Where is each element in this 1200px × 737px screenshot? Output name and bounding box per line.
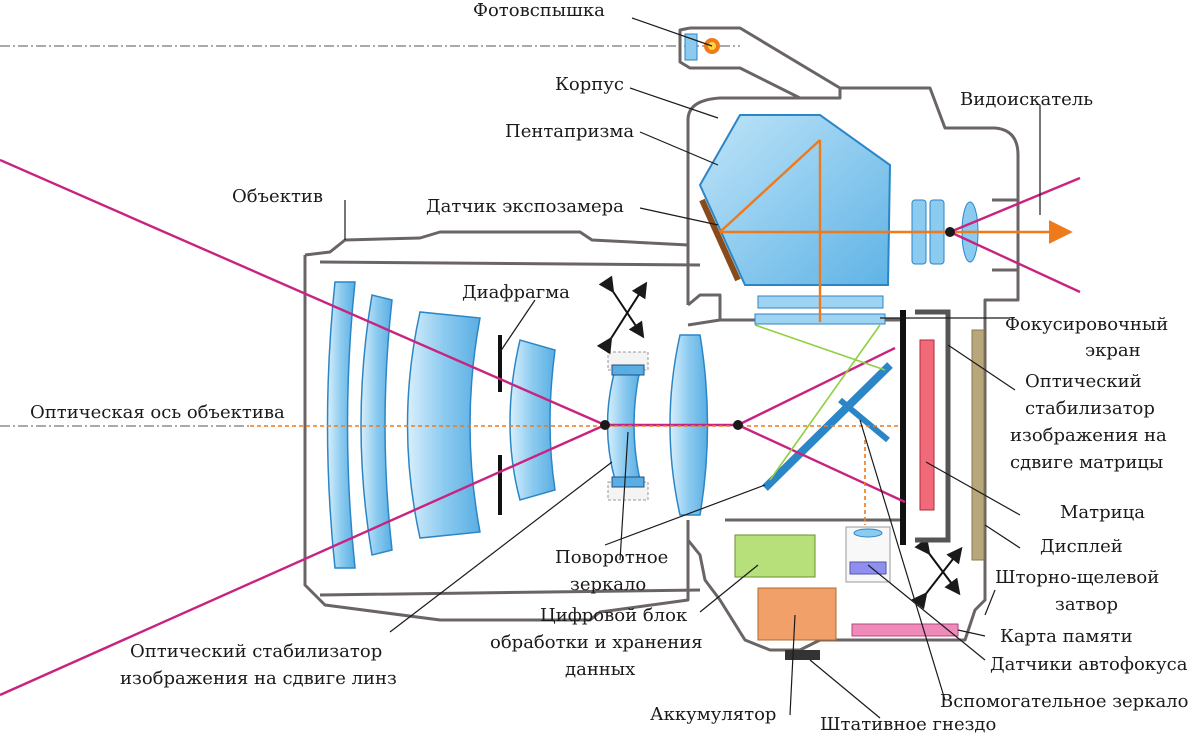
- label-lens-stabilizer: Оптический стабилизатор: [130, 641, 382, 662]
- label-processor: Цифровой блок: [540, 605, 688, 626]
- label-pentaprism: Пентапризма: [505, 121, 634, 142]
- label-sensor: Матрица: [1060, 502, 1145, 523]
- label-ibis-4: сдвиге матрицы: [1010, 452, 1163, 473]
- focal-point: [733, 420, 743, 430]
- focal-point: [945, 227, 955, 237]
- processor-block: [734, 534, 816, 578]
- af-sensor-module: [845, 526, 891, 583]
- leader-lines: [344, 17, 1041, 719]
- label-display: Дисплей: [1040, 536, 1123, 557]
- focal-point: [600, 420, 610, 430]
- label-mirror: Поворотное: [555, 547, 668, 568]
- shift-arrow-icon: [596, 275, 648, 355]
- label-af-sensors: Датчики автофокуса: [990, 654, 1188, 675]
- lens-barrel: [303, 230, 701, 622]
- lens-stabilizer-group: [607, 351, 649, 501]
- label-body: Корпус: [555, 74, 624, 95]
- label-focusing-screen-2: экран: [1085, 340, 1141, 361]
- viewfinder-cup: [992, 198, 1020, 272]
- light-rays: [0, 158, 1081, 697]
- label-ibis-2: стабилизатор: [1025, 398, 1155, 419]
- aux-mirror: [838, 397, 890, 443]
- label-aux-mirror: Вспомогательное зеркало: [940, 691, 1188, 712]
- label-metering-sensor: Датчик экспозамера: [426, 196, 624, 217]
- tripod-socket: [785, 650, 820, 660]
- label-lens-stabilizer-2: изображения на сдвиге линз: [120, 668, 397, 689]
- shift-arrow-icon: [911, 537, 963, 610]
- label-shutter-2: затвор: [1055, 594, 1118, 615]
- label-tripod-socket: Штативное гнездо: [820, 714, 996, 735]
- label-focusing-screen: Фокусировочный: [1005, 314, 1168, 335]
- label-viewfinder: Видоискатель: [960, 89, 1093, 110]
- label-processor-2: обработки и хранения: [490, 632, 703, 653]
- sensor-assembly: [915, 309, 951, 543]
- label-ibis: Оптический: [1025, 371, 1142, 392]
- af-path: [754, 324, 886, 481]
- label-lens: Объектив: [232, 186, 323, 207]
- label-shutter: Шторно-щелевой: [995, 567, 1159, 588]
- label-aperture: Диафрагма: [462, 282, 570, 303]
- optical-path: [250, 139, 1073, 525]
- label-memory-card: Карта памяти: [1000, 626, 1133, 647]
- label-flash: Фотовспышка: [473, 0, 605, 21]
- label-mirror-2: зеркало: [570, 574, 646, 595]
- pentaprism: [698, 114, 892, 286]
- label-battery: Аккумулятор: [650, 704, 776, 725]
- battery-block: [757, 587, 837, 641]
- rear-display: [971, 329, 985, 561]
- label-ibis-3: изображения на: [1010, 425, 1167, 446]
- label-processor-3: данных: [565, 659, 635, 680]
- label-optical-axis: Оптическая ось объектива: [30, 402, 285, 423]
- metering-sensor: [699, 198, 741, 282]
